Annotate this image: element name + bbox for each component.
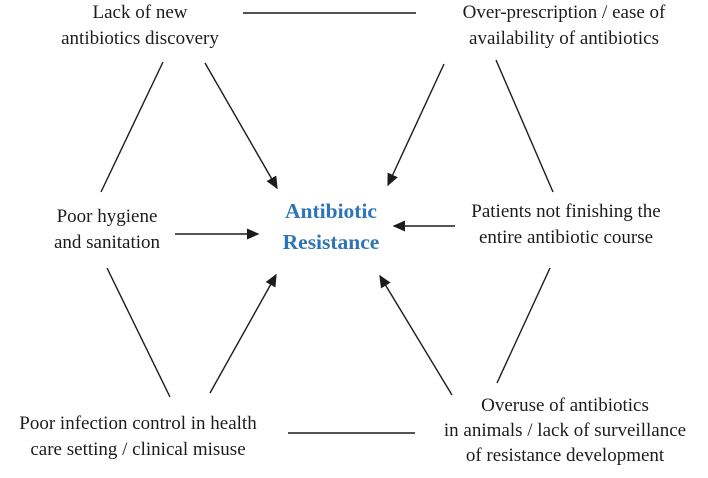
line-mid-right-to-bottom-right: [496, 267, 551, 384]
line-top-left-to-mid-left: [100, 61, 164, 193]
factor-over-prescription: Over-prescription / ease of availability…: [462, 2, 666, 49]
arrow-top-left-to-center: [204, 62, 278, 190]
factor-patients-not-finishing-course: Patients not finishing the entire antibi…: [471, 201, 661, 248]
factor-poor-infection-control: Poor infection control in health care se…: [19, 413, 257, 460]
factor-poor-hygiene: Poor hygiene and sanitation: [53, 206, 161, 253]
factor-overuse-in-animals: Overuse of antibiotics in animals / lack…: [443, 395, 687, 466]
line-top-right-to-mid-right: [495, 59, 554, 193]
center-node-antibiotic-resistance: Antibiotic Resistance: [282, 199, 380, 254]
arrow-top-right-to-center: [387, 63, 445, 187]
line-mid-left-to-bottom-left: [106, 267, 171, 398]
factor-lack-of-new-antibiotics: Lack of new antibiotics discovery: [61, 2, 219, 49]
arrow-bottom-right-to-center: [379, 274, 453, 396]
arrow-bottom-left-to-center: [209, 273, 277, 394]
